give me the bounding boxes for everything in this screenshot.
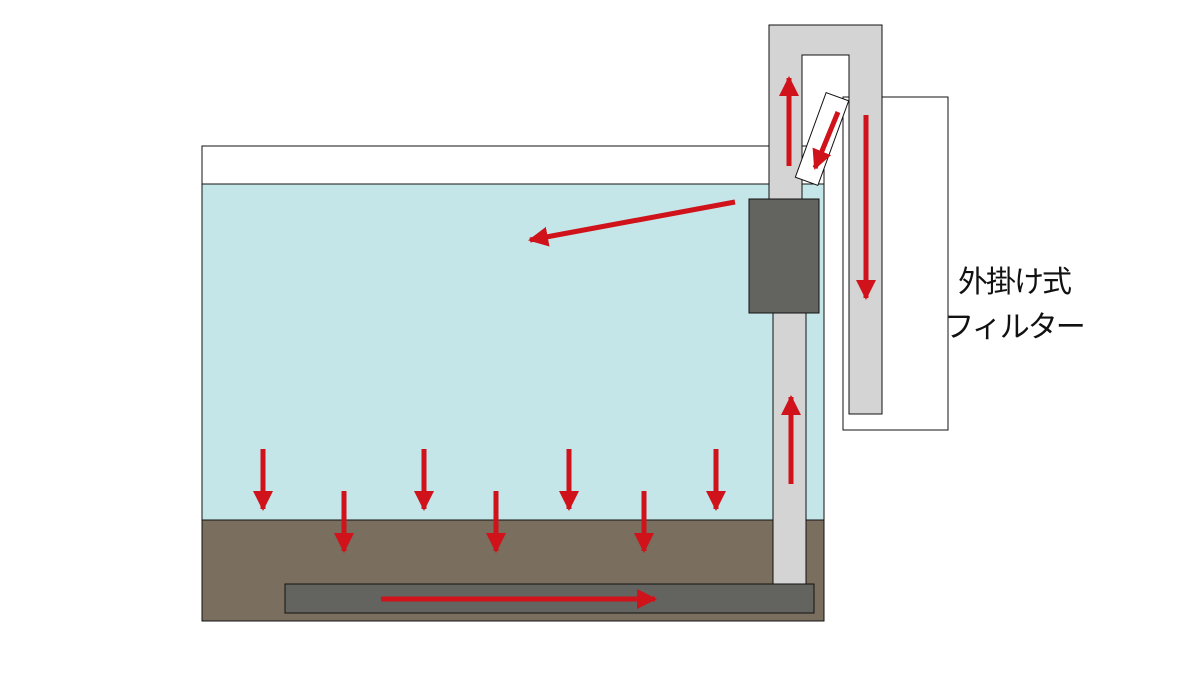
flow-flap [794,91,850,187]
filter-label-line-1: 外掛け式 [958,265,1072,300]
filter-label-line-2: フィルター [944,310,1085,345]
flap-down-arrow [812,111,841,170]
tank-air-gap [201,145,825,185]
bottom-filter-pipe [284,583,815,614]
tank-water [201,183,825,521]
flow-arrows [253,76,876,609]
pump-head [748,198,820,314]
outflow-arrow [528,199,736,247]
